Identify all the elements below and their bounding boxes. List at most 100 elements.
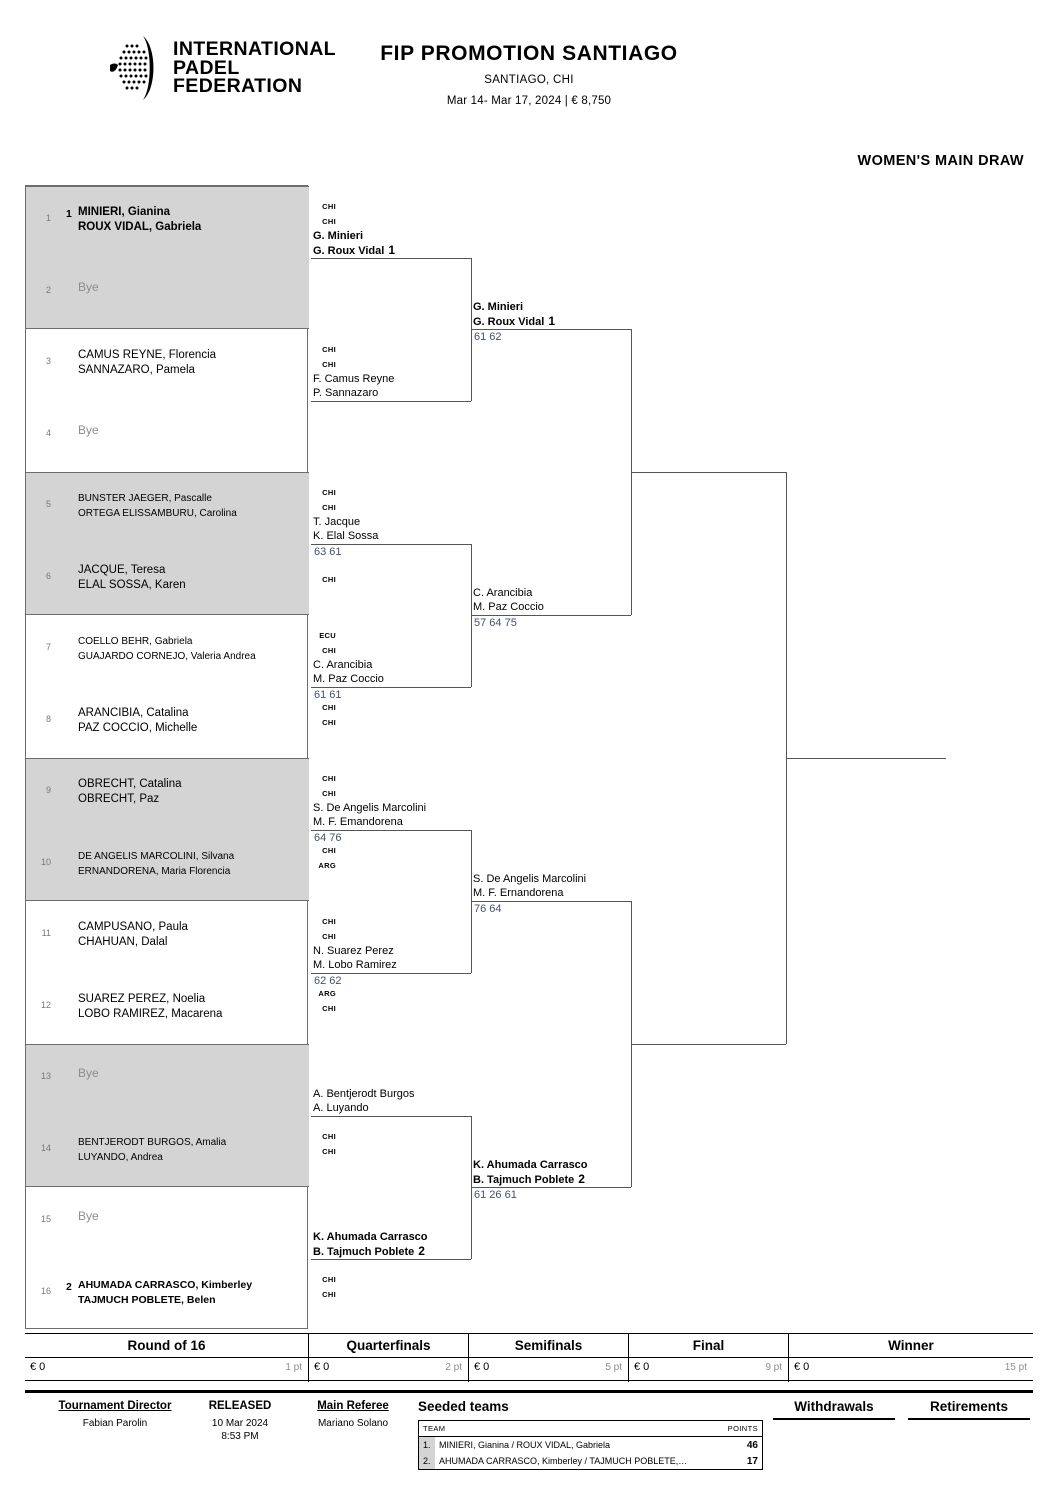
bracket-player-1: C. Arancibia: [473, 587, 533, 599]
entrant-position-number: 12: [40, 999, 51, 1010]
player-name: OBRECHT, Paz: [78, 793, 160, 805]
bracket-seed-rank: 1: [388, 242, 395, 257]
match-score: 63 61: [314, 545, 342, 558]
ipf-padel-ball-logo-icon: [105, 33, 165, 103]
match-score: 61 62: [474, 331, 502, 343]
qf-connector: [471, 1187, 631, 1188]
player-country: CHI: [322, 1003, 336, 1013]
entrant-position-number: 8: [45, 713, 51, 724]
bracket-player-1: N. Suarez Perez: [313, 944, 394, 957]
player-country: CHI: [322, 717, 336, 727]
bracket-player-2: M. Lobo Ramirez: [313, 958, 397, 971]
page-title: FIP PROMOTION SANTIAGO: [380, 42, 678, 65]
ranking-points: 15 pt: [1004, 1362, 1027, 1373]
entrant-band: [26, 1044, 309, 1187]
bracket-player-1: K. Ahumada Carrasco: [473, 1159, 588, 1171]
entrant-row[interactable]: 13 Bye: [26, 1044, 309, 1116]
player-name: LUYANDO, Andrea: [78, 1151, 163, 1163]
entrant-band: [26, 472, 309, 615]
ranking-points: 2 pt: [445, 1362, 462, 1373]
player-name: PAZ COCCIO, Michelle: [78, 721, 198, 734]
player-country: CHI: [322, 574, 336, 584]
entrant-position-number: 13: [40, 1071, 51, 1081]
player-name: TAJMUCH POBLETE, Belen: [78, 1293, 216, 1306]
match-score: 57 64 75: [474, 617, 517, 629]
bracket-player-2: K. Elal Sossa: [313, 529, 379, 542]
entrant-position-number: 3: [45, 356, 51, 366]
tournament-location: SANTIAGO, CHI: [484, 74, 574, 86]
seed-index: 1.: [419, 1436, 435, 1453]
player-country: CHI: [322, 488, 336, 497]
r16-connector: [311, 829, 471, 831]
bye-label: Bye: [78, 422, 99, 437]
retirements-block: Retirements: [908, 1399, 1030, 1420]
r16-connector: [311, 400, 471, 402]
player-name: CAMUS REYNE, Florencia: [78, 349, 217, 361]
released-time: 8:53 PM: [221, 1431, 259, 1442]
player-name: ORTEGA ELISSAMBURU, Carolina: [78, 508, 237, 519]
match-score: 61 61: [314, 688, 342, 701]
seeded-teams-table: TEAM POINTS 1.MINIERI, Gianina / ROUX VI…: [418, 1420, 763, 1470]
prize-money: € 0: [30, 1361, 46, 1373]
ranking-points: 5 pt: [605, 1362, 622, 1373]
tournament-director-label: Tournament Director: [58, 1400, 172, 1412]
player-country: CHI: [322, 917, 336, 926]
sf-connector: [631, 472, 786, 473]
points-round-label: Round of 16: [127, 1338, 206, 1353]
bracket-player-2: P. Sannazaro: [313, 386, 379, 399]
player-country: CHI: [322, 932, 336, 941]
withdrawals-label: Withdrawals: [794, 1399, 874, 1414]
bye-label: Bye: [78, 1209, 99, 1223]
entrant-position-number: 1: [45, 213, 51, 223]
player-name: JACQUE, Teresa: [78, 563, 166, 576]
bye-label: Bye: [78, 1066, 99, 1080]
bracket-player-1: G. Minieri: [313, 229, 364, 242]
player-name: MINIERI, Gianina: [78, 206, 171, 218]
entrant-band: [26, 186, 309, 329]
player-country: CHI: [322, 1289, 336, 1299]
points-round-label: Semifinals: [514, 1338, 583, 1353]
player-country: ARG: [318, 988, 336, 998]
bracket-player-1: G. Minieri: [473, 301, 524, 313]
seeded-col-points: POINTS: [723, 1421, 762, 1437]
entrant-position-number: 16: [40, 1285, 51, 1296]
player-country: CHI: [322, 360, 336, 369]
logo-line-2: PADEL: [173, 56, 240, 79]
prize-money: € 0: [474, 1361, 490, 1373]
r16-connector: [311, 686, 471, 688]
points-divider: [629, 1357, 788, 1358]
qf-connector: [471, 901, 631, 902]
entrant-position-number: 9: [45, 785, 51, 795]
tournament-director-value: Fabian Parolin: [82, 1418, 148, 1429]
player-name: AHUMADA CARRASCO, Kimberley: [78, 1278, 253, 1291]
released-block: RELEASED 10 Mar 2024 8:53 PM: [185, 1400, 295, 1442]
